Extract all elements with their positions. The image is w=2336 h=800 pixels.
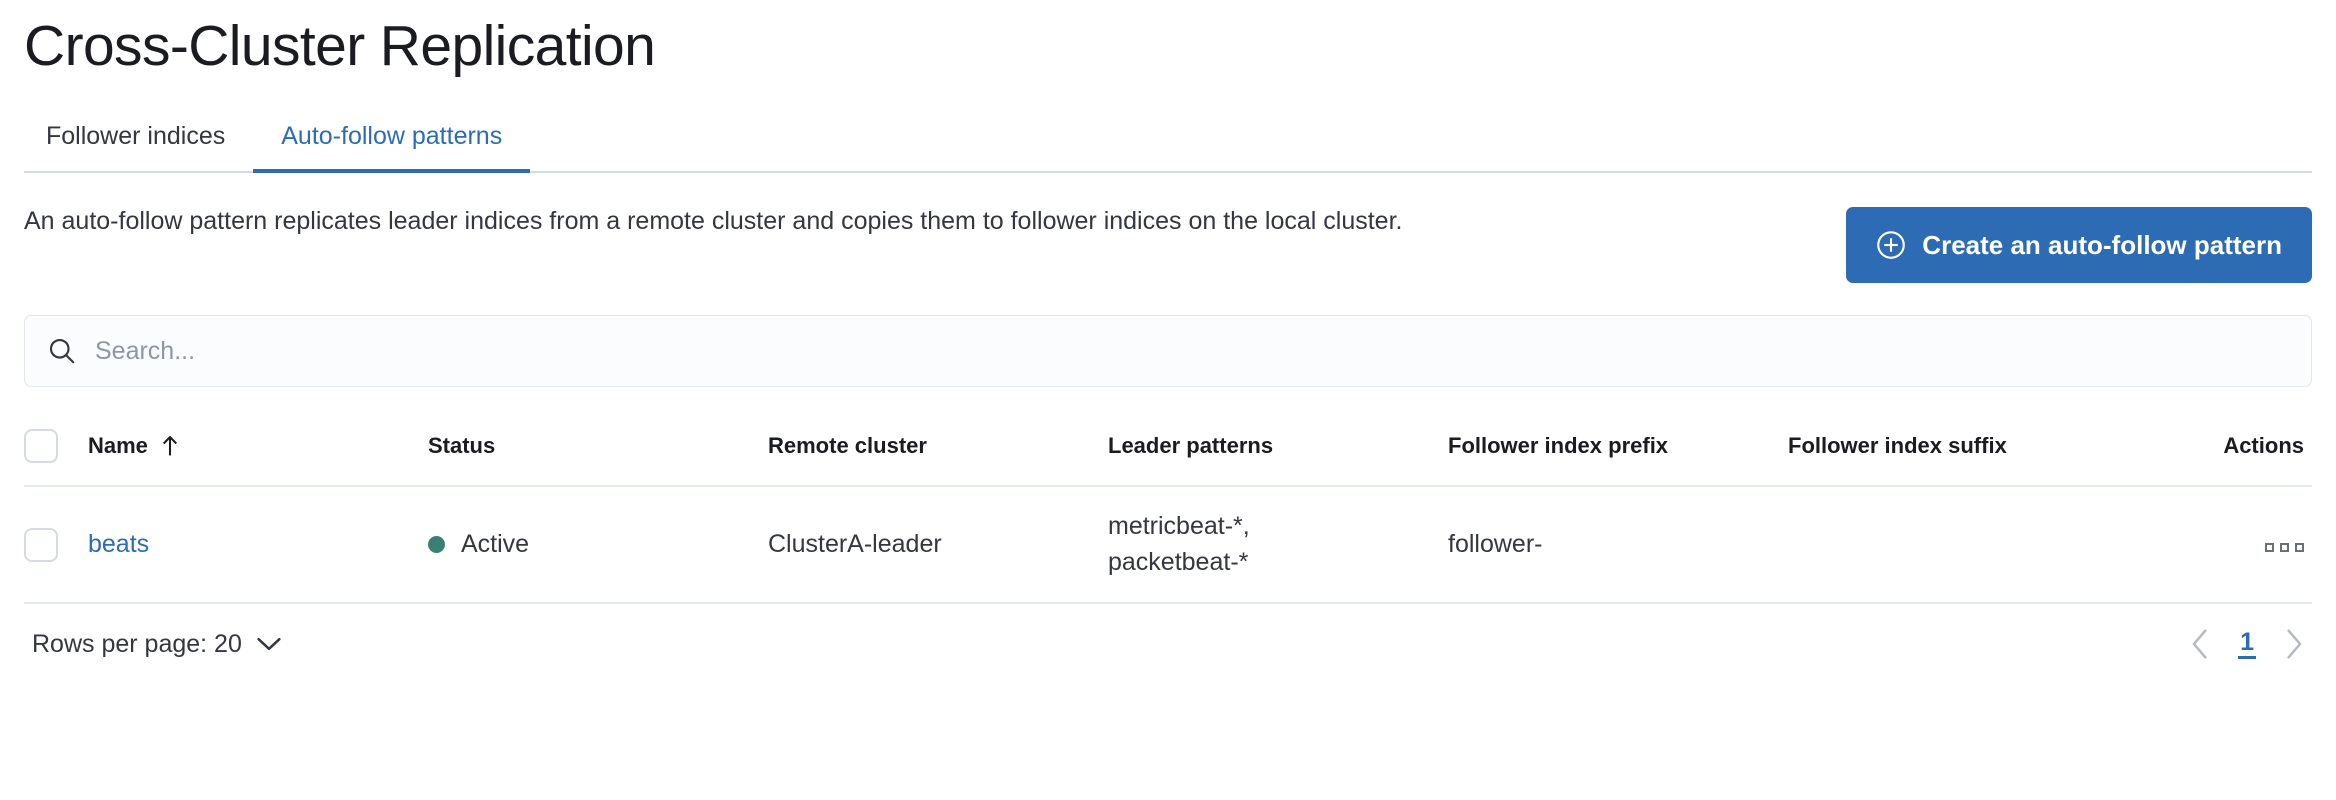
column-header-remote-cluster[interactable]: Remote cluster bbox=[768, 413, 1108, 487]
intro-description: An auto-follow pattern replicates leader… bbox=[24, 207, 1403, 235]
column-header-leader-patterns-label: Leader patterns bbox=[1108, 433, 1274, 458]
column-header-actions: Actions bbox=[2168, 413, 2312, 487]
select-all-checkbox[interactable] bbox=[24, 429, 58, 463]
tab-auto-follow-patterns-label: Auto-follow patterns bbox=[281, 122, 503, 150]
chevron-right-icon[interactable] bbox=[2284, 628, 2304, 660]
table-row: beats Active ClusterA-leader metricbeat-… bbox=[24, 486, 2312, 604]
tab-follower-indices-label: Follower indices bbox=[46, 122, 226, 150]
page-title: Cross-Cluster Replication bbox=[24, 14, 656, 78]
tab-follower-indices[interactable]: Follower indices bbox=[24, 124, 253, 171]
create-auto-follow-pattern-button[interactable]: Create an auto-follow pattern bbox=[1846, 207, 2312, 283]
row-follower-index-suffix-cell bbox=[1788, 486, 2168, 604]
row-select-cell bbox=[24, 486, 88, 604]
rows-per-page-selector[interactable]: Rows per page: 20 bbox=[32, 630, 282, 659]
chevron-down-icon bbox=[257, 637, 281, 651]
leader-patterns-value: metricbeat-*, packetbeat-* bbox=[1108, 512, 1250, 576]
intro-section: An auto-follow pattern replicates leader… bbox=[24, 203, 2312, 283]
column-header-follower-index-prefix-label: Follower index prefix bbox=[1448, 433, 1669, 458]
search-icon bbox=[49, 338, 75, 364]
table-header: Name Status Remote cluster Leader patter… bbox=[24, 413, 2312, 487]
table-footer: Rows per page: 20 1 bbox=[24, 628, 2312, 660]
column-header-remote-cluster-label: Remote cluster bbox=[768, 433, 927, 458]
row-follower-index-prefix-cell: follower- bbox=[1448, 486, 1788, 604]
pagination-page-1[interactable]: 1 bbox=[2238, 628, 2256, 660]
search-input[interactable] bbox=[95, 316, 2289, 386]
auto-follow-pattern-link[interactable]: beats bbox=[88, 530, 150, 558]
row-leader-patterns-cell: metricbeat-*, packetbeat-* bbox=[1108, 486, 1448, 604]
column-header-leader-patterns[interactable]: Leader patterns bbox=[1108, 413, 1448, 487]
search-bar[interactable] bbox=[24, 315, 2312, 387]
more-actions-icon[interactable] bbox=[2265, 543, 2304, 552]
column-header-status-label: Status bbox=[428, 433, 496, 458]
plus-in-circle-icon bbox=[1877, 231, 1906, 259]
row-remote-cluster-cell: ClusterA-leader bbox=[768, 486, 1108, 604]
pagination: 1 bbox=[2190, 628, 2304, 660]
column-header-status[interactable]: Status bbox=[428, 413, 768, 487]
column-header-actions-label: Actions bbox=[2223, 433, 2304, 458]
column-header-name[interactable]: Name bbox=[88, 413, 428, 487]
column-header-follower-index-suffix-label: Follower index suffix bbox=[1788, 433, 2007, 458]
tab-auto-follow-patterns[interactable]: Auto-follow patterns bbox=[253, 122, 531, 173]
row-actions-cell bbox=[2168, 486, 2312, 604]
row-checkbox[interactable] bbox=[24, 527, 58, 562]
chevron-left-icon[interactable] bbox=[2190, 628, 2210, 660]
tab-bar: Follower indices Auto-follow patterns bbox=[24, 111, 2312, 173]
table-body: beats Active ClusterA-leader metricbeat-… bbox=[24, 486, 2312, 604]
status-badge: Active bbox=[461, 529, 530, 558]
column-header-name-label: Name bbox=[88, 433, 148, 458]
status-dot-icon bbox=[428, 535, 445, 553]
table-header-row: Name Status Remote cluster Leader patter… bbox=[24, 413, 2312, 487]
row-name-cell: beats bbox=[88, 486, 428, 604]
column-header-follower-index-suffix[interactable]: Follower index suffix bbox=[1788, 413, 2168, 487]
column-header-follower-index-prefix[interactable]: Follower index prefix bbox=[1448, 413, 1788, 487]
auto-follow-patterns-table: Name Status Remote cluster Leader patter… bbox=[24, 413, 2312, 604]
rows-per-page-label: Rows per page: 20 bbox=[32, 629, 242, 658]
select-all-header bbox=[24, 413, 88, 487]
row-status-cell: Active bbox=[428, 486, 768, 604]
create-auto-follow-pattern-label: Create an auto-follow pattern bbox=[1922, 229, 2282, 260]
sort-ascending-arrow-icon bbox=[162, 435, 177, 456]
